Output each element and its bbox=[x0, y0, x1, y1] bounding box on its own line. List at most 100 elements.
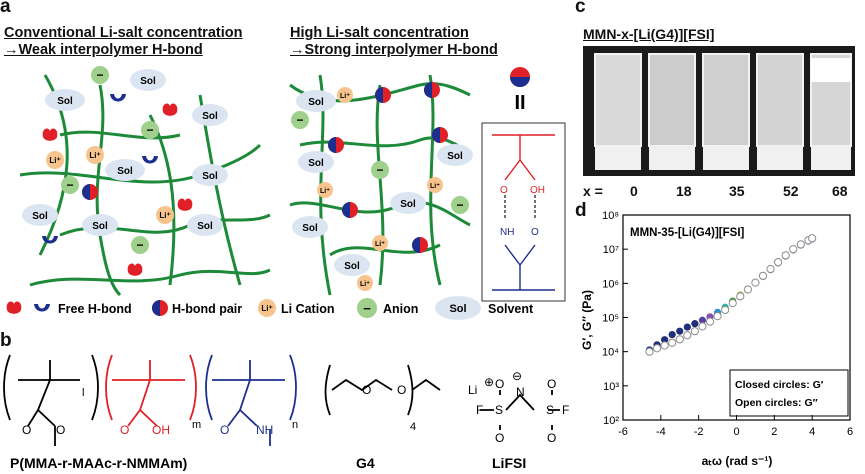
x-value: 18 bbox=[676, 183, 692, 199]
subscript-n: n bbox=[292, 419, 298, 431]
x-tick-label: -2 bbox=[694, 426, 704, 438]
sol-label: Sol bbox=[302, 223, 318, 234]
sol-label: Sol bbox=[308, 158, 324, 169]
x-value: 0 bbox=[630, 183, 638, 199]
gdoubleprime-point bbox=[774, 258, 783, 267]
x-tick-label: 4 bbox=[809, 426, 815, 438]
gdoubleprime-point bbox=[728, 299, 737, 308]
note-closed: Closed circles: G′ bbox=[735, 379, 824, 391]
gprime-point bbox=[691, 320, 699, 328]
gdoubleprime-point bbox=[781, 251, 790, 260]
li-symbol: Li⁺ bbox=[89, 151, 100, 160]
atom-s: S bbox=[546, 403, 554, 417]
lifsi-name: LiFSI bbox=[492, 455, 526, 471]
atom-o: O bbox=[220, 423, 229, 437]
panel-a-schematic: Sol Sol Sol Sol Sol Sol Sol Sol − − − − … bbox=[19, 66, 566, 302]
atom-f: F bbox=[476, 403, 483, 417]
y-tick-label: 10⁸ bbox=[602, 210, 619, 222]
gdoubleprime-point bbox=[751, 278, 760, 287]
gdoubleprime-point bbox=[721, 305, 730, 315]
atom-o: O bbox=[547, 431, 556, 445]
sol-label: Sol bbox=[344, 261, 360, 272]
atom-oh: OH bbox=[152, 423, 170, 437]
x-value: 52 bbox=[783, 183, 799, 199]
anion-symbol: − bbox=[66, 178, 73, 192]
x-tick-label: 0 bbox=[733, 426, 739, 438]
atom-o: O bbox=[495, 431, 504, 445]
y-tick-label: 10⁷ bbox=[603, 244, 619, 256]
legend-solvent: Solvent bbox=[488, 302, 534, 316]
gdoubleprime-point bbox=[796, 240, 805, 249]
inset-title: MMN-35-[Li(G4)][FSI] bbox=[630, 227, 745, 239]
gprime-point bbox=[698, 316, 707, 324]
anion-symbol: − bbox=[376, 163, 383, 177]
polymer-name: P(MMA-r-MAAc-r-NMMAm) bbox=[10, 455, 187, 471]
panel-d-letter: d bbox=[575, 200, 587, 221]
atom-li: Li bbox=[468, 383, 477, 397]
atom-o: O bbox=[547, 377, 556, 391]
li-symbol: Li⁺ bbox=[49, 156, 60, 165]
gdoubleprime-point bbox=[736, 292, 745, 301]
subscript-4: 4 bbox=[410, 421, 416, 433]
right-heading-2: →Strong interpolymer H-bond bbox=[290, 42, 498, 58]
x-tick-label: 2 bbox=[771, 426, 777, 438]
panel-a-letter: a bbox=[0, 0, 11, 17]
li-symbol: Li⁺ bbox=[340, 93, 350, 100]
gdoubleprime-point bbox=[668, 338, 677, 347]
gprime-point bbox=[668, 330, 676, 339]
sol-label: Sol bbox=[400, 199, 416, 210]
anion-symbol: − bbox=[363, 301, 371, 316]
atom-o: O bbox=[500, 185, 508, 196]
gdoubleprime-point bbox=[645, 347, 654, 356]
atom-o: O bbox=[397, 383, 406, 397]
hbond-structure bbox=[492, 134, 555, 291]
x-axis-label: aₜω (rad s⁻¹) bbox=[702, 454, 773, 468]
atom-o: O bbox=[120, 423, 129, 437]
li-symbol: Li⁺ bbox=[320, 188, 330, 195]
atom-o: O bbox=[56, 423, 65, 437]
gdoubleprime-point bbox=[705, 317, 715, 326]
y-axis-label: G′, G″ (Pa) bbox=[580, 290, 594, 350]
legend-anion: Anion bbox=[383, 302, 418, 316]
gprime-point bbox=[661, 336, 669, 344]
sol-label: Sol bbox=[92, 221, 108, 232]
anion-symbol: − bbox=[96, 68, 103, 82]
x-tick-label: 6 bbox=[847, 426, 853, 438]
plus-charge: ⊕ bbox=[484, 375, 494, 389]
gprime-point bbox=[676, 327, 684, 335]
sol-label: Sol bbox=[57, 96, 73, 107]
panel-c-letter: c bbox=[575, 0, 586, 17]
subscript-l: l bbox=[82, 387, 84, 399]
sol-label: Sol bbox=[202, 111, 218, 122]
gdoubleprime-point bbox=[698, 322, 707, 331]
left-heading-2: →Weak interpolymer H-bond bbox=[4, 42, 203, 58]
li-symbol: Li⁺ bbox=[159, 211, 170, 220]
note-open: Open circles: G″ bbox=[735, 397, 818, 409]
right-heading-1: High Li-salt concentration bbox=[290, 25, 469, 41]
vial-photo bbox=[583, 46, 855, 176]
x-tick-label: -6 bbox=[618, 426, 628, 438]
atom-oh: OH bbox=[530, 185, 545, 196]
gdoubleprime-point bbox=[713, 312, 722, 321]
atom-o: O bbox=[531, 227, 539, 238]
atom-o: O bbox=[22, 423, 31, 437]
gdoubleprime-point bbox=[766, 264, 775, 274]
gdoubleprime-point bbox=[789, 245, 798, 254]
atom-n: N bbox=[516, 385, 525, 399]
gdoubleprime-point bbox=[743, 285, 752, 294]
y-tick-label: 10⁴ bbox=[602, 347, 619, 359]
note-box bbox=[729, 369, 849, 417]
hbond-pair-callout: II bbox=[510, 67, 530, 114]
li-symbol: Li⁺ bbox=[360, 281, 370, 288]
rheology-chart: G′, G″ (Pa) aₜω (rad s⁻¹) MMN-35-[Li(G4)… bbox=[580, 210, 853, 468]
sol-label: Sol bbox=[140, 76, 156, 87]
anion-symbol: − bbox=[456, 198, 463, 212]
legend-free-hbond: Free H-bond bbox=[58, 302, 132, 316]
anion-symbol: − bbox=[136, 238, 143, 252]
x-value: 68 bbox=[832, 183, 848, 199]
gdoubleprime-point bbox=[652, 344, 662, 353]
y-tick-label: 10⁵ bbox=[602, 313, 619, 325]
gdoubleprime-point bbox=[690, 327, 699, 336]
y-tick-label: 10² bbox=[603, 415, 619, 427]
atom-s: S bbox=[495, 403, 503, 417]
